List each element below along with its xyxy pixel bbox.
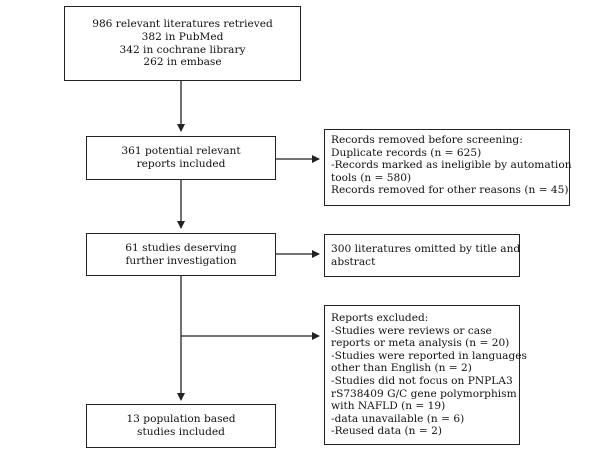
excluded-line: -Reused data (n = 2) — [331, 425, 442, 438]
excluded-line: -Studies were reviews or case — [331, 324, 492, 337]
omitted-box: 300 literatures omitted by title and abs… — [324, 234, 520, 277]
included-line: studies included — [137, 426, 225, 438]
screening-line: reports included — [136, 158, 226, 170]
screening-line: 361 potential relevant — [121, 145, 241, 158]
identification-line: 342 in cochrane library — [119, 43, 246, 56]
eligibility-line: 61 studies deserving — [125, 241, 237, 254]
omitted-line: abstract — [331, 255, 376, 268]
screening-box: 361 potential relevant reports included — [86, 136, 276, 180]
excluded-line: Reports excluded: — [331, 312, 429, 325]
excluded-line: reports or meta analysis (n = 20) — [331, 337, 510, 350]
included-line: 13 population based — [126, 413, 236, 426]
identification-line: 986 relevant literatures retrieved — [92, 18, 273, 31]
identification-box: 986 relevant literatures retrieved 382 i… — [64, 6, 301, 81]
identification-line: 382 in PubMed — [141, 30, 224, 43]
included-box: 13 population based studies included — [86, 404, 276, 448]
removed-line: Records removed before screening: — [331, 134, 523, 146]
excluded-line: -Studies were reported in languages — [331, 349, 527, 362]
eligibility-box: 61 studies deserving further investigati… — [86, 233, 276, 276]
omitted-line: 300 literatures omitted by title and — [331, 242, 521, 255]
removed-line: -Records marked as ineligible by automat… — [331, 159, 572, 172]
removed-line: Duplicate records (n = 625) — [331, 146, 482, 159]
excluded-line: -Studies did not focus on PNPLA3 — [331, 375, 513, 387]
removed-line: tools (n = 580) — [331, 171, 412, 184]
excluded-box: Reports excluded: -Studies were reviews … — [324, 305, 527, 445]
identification-line: 262 in embase — [143, 56, 222, 69]
excluded-line: other than English (n = 2) — [331, 362, 472, 375]
eligibility-line: further investigation — [125, 254, 237, 267]
excluded-line: with NAFLD (n = 19) — [331, 400, 446, 413]
removed-line: Records removed for other reasons (n = 4… — [331, 184, 569, 197]
removed-box: Records removed before screening: Duplic… — [324, 129, 572, 206]
excluded-line: -data unavailable (n = 6) — [331, 412, 465, 425]
excluded-line: rS738409 G/C gene polymorphism — [331, 387, 517, 400]
